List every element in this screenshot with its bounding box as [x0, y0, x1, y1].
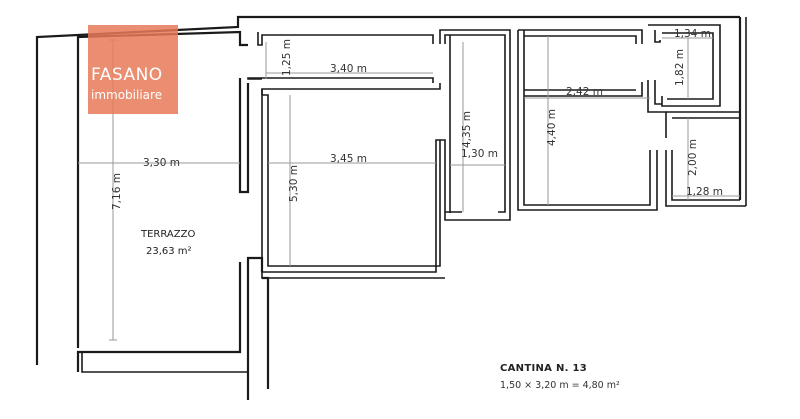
brand-name: FASANO [91, 65, 163, 85]
dim-3-45: 3,45 m [330, 153, 367, 165]
dim-3-40: 3,40 m [330, 63, 367, 75]
dim-7-16: 7,16 m [111, 173, 123, 210]
walls-right [517, 17, 747, 211]
cellar-title: CANTINA N. 13 [500, 363, 587, 374]
dim-4-35: 4,35 m [461, 111, 473, 148]
walls-main [35, 15, 740, 400]
dim-1-82: 1,82 m [674, 49, 686, 86]
dim-4-40: 4,40 m [546, 109, 558, 146]
dim-1-28: 1,28 m [686, 186, 723, 198]
dim-5-30: 5,30 m [288, 165, 300, 202]
dim-2-00: 2,00 m [687, 139, 699, 176]
dim-2-42: 2,42 m [566, 86, 603, 98]
brand-logo: FASANO immobiliare [88, 25, 178, 114]
dim-3-30: 3,30 m [143, 157, 180, 169]
dim-1-25: 1,25 m [281, 39, 293, 76]
room-name-terrace: TERRAZZO [140, 229, 195, 240]
dimension-labels: 1,25 m 3,40 m 4,35 m 4,40 m 2,42 m 1,34 … [111, 28, 723, 210]
cellar-formula: 1,50 × 3,20 m = 4,80 m² [500, 380, 620, 391]
dim-1-34: 1,34 m [674, 28, 711, 40]
room-area-terrace: 23,63 m² [146, 246, 192, 257]
brand-subtitle: immobiliare [91, 88, 163, 102]
dim-1-30: 1,30 m [461, 148, 498, 160]
